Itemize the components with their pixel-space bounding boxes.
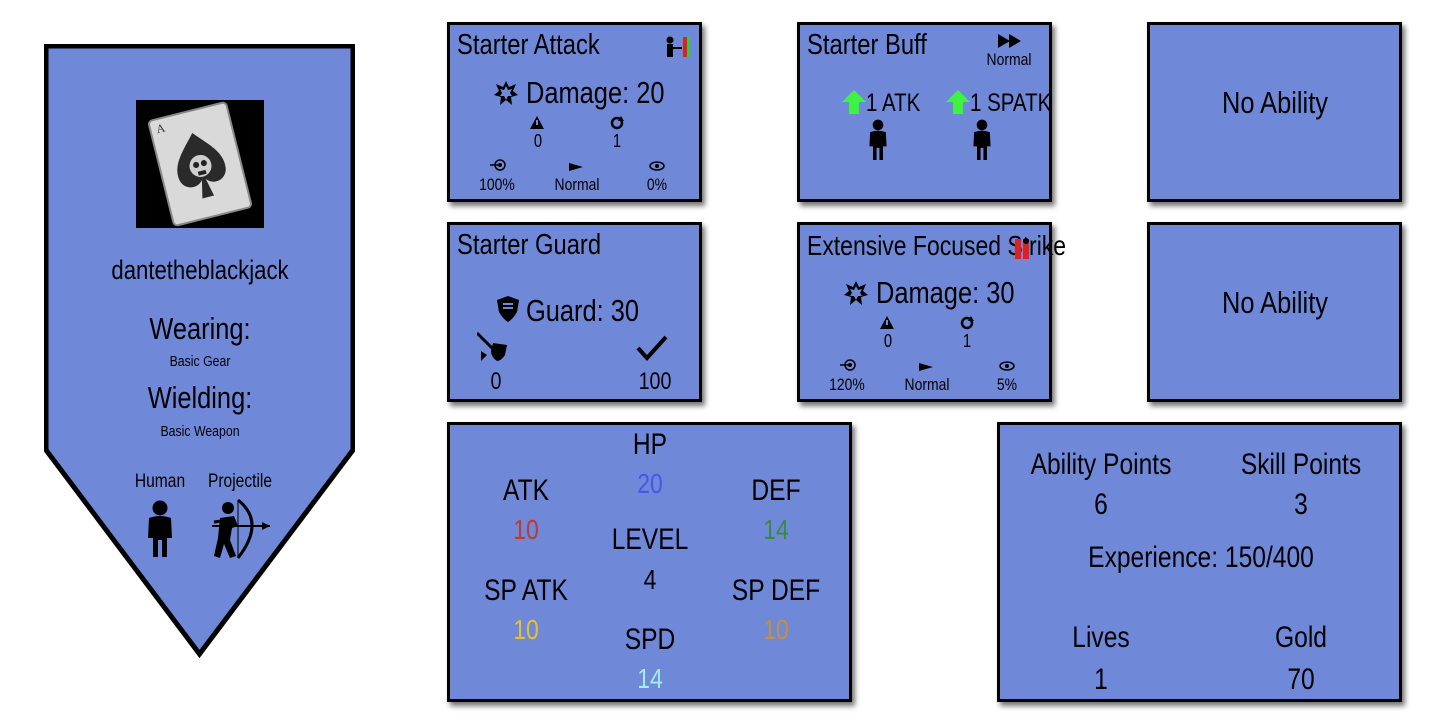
stat-value: 1 [962,331,972,351]
eye-icon [999,361,1015,371]
warning-icon [880,316,894,329]
arrow-up-icon [946,90,970,114]
ability-card-extensive-focused-strike[interactable]: Extensive Focused Strike Damage: 30 0 1 … [797,222,1066,402]
race-label: Human [134,471,186,492]
guard-left-value: 0 [490,368,502,395]
stat-value: 0 [533,131,543,151]
level-value: 4 [643,564,657,595]
ability-card-starter-attack[interactable]: Starter Attack Damage: 20 0 1 100% Norma… [447,22,702,202]
ability-title: Starter Attack [457,29,600,61]
warning-icon [530,116,544,129]
spdef-value: 10 [763,614,789,645]
progress-panel: Ability Points 6 Skill Points 3 Experien… [997,422,1402,702]
hp-value: 20 [637,468,663,499]
level-label: LEVEL [611,523,689,556]
human-silhouette-icon [868,119,888,161]
shield-icon [497,296,519,322]
spatk-value: 10 [513,614,539,645]
ability-title: No Ability [1222,285,1328,320]
accuracy-value: 120% [829,375,865,394]
gold-value: 70 [1287,663,1315,696]
stat-value: 1 [612,131,622,151]
speed-value: Normal [554,175,600,194]
spd-label: SPD [624,623,676,656]
spdef-label: SP DEF [731,574,821,607]
crit-value: 5% [996,375,1018,394]
ability-card-empty[interactable]: No Ability [1147,222,1402,402]
damage-icon [493,80,519,106]
skill-points-label: Skill Points [1240,448,1362,481]
ability-card-empty[interactable]: No Ability [1147,22,1402,202]
gold-label: Gold [1275,621,1327,654]
wearing-value: Basic Gear [169,353,231,370]
skill-points-value: 3 [1294,488,1308,521]
ability-title: Starter Guard [457,229,602,261]
ability-card-starter-guard[interactable]: Starter Guard Guard: 30 0 100 [447,222,702,402]
accuracy-icon [490,159,506,171]
human-silhouette-icon [146,500,174,558]
ability-title: Starter Buff [807,29,927,61]
experience-label: Experience: 150/400 [1088,541,1314,574]
ability-points-label: Ability Points [1030,448,1172,481]
buff-label: 1 ATK [866,89,921,117]
character-banner [44,44,355,658]
cooldown-icon [610,116,624,130]
focus-target-icon [1014,237,1032,259]
buff-label: 1 SPATK [970,89,1052,117]
ability-title: No Ability [1222,85,1328,120]
stat-value: 0 [883,331,893,351]
guard-right-value: 100 [638,368,672,395]
accuracy-value: 100% [479,175,515,194]
svg-text:A: A [155,121,167,137]
banner-shape [44,44,355,658]
atk-value: 10 [513,514,539,545]
speed-value: Normal [904,375,950,394]
eye-icon [649,161,665,171]
atk-label: ATK [502,474,550,507]
damage-icon [843,280,869,306]
ace-of-spades-skull-avatar: A [136,100,264,228]
archer-icon [208,498,272,560]
crit-value: 0% [646,175,668,194]
hp-label: HP [632,428,668,461]
ability-points-value: 6 [1094,488,1108,521]
guard-label: Guard: 30 [526,293,640,328]
lives-label: Lives [1072,621,1130,654]
damage-label: Damage: 30 [876,275,1015,310]
cooldown-icon [960,316,974,330]
checkmark-icon [636,335,668,361]
stats-panel: HP 20 ATK 10 DEF 14 LEVEL 4 SP ATK 10 SP… [447,422,852,702]
ability-card-starter-buff[interactable]: Starter Buff Normal 1 ATK 1 SPATK [797,22,1052,202]
accuracy-icon [840,359,856,371]
lives-value: 1 [1094,663,1108,696]
wielding-label: Wielding: [147,380,253,415]
arrow-up-icon [842,90,866,114]
class-label: Projectile [207,471,273,492]
attack-target-icon [665,35,691,59]
wearing-label: Wearing: [149,311,251,346]
speed-icon [569,163,583,171]
wielding-value: Basic Weapon [160,423,240,440]
spd-value: 14 [637,663,663,694]
speed-label: Normal [986,50,1032,69]
ability-title: Extensive Focused Strike [807,230,1067,261]
def-label: DEF [751,474,801,507]
username: dantetheblackjack [111,255,289,285]
fast-forward-icon [998,34,1022,48]
spatk-label: SP ATK [484,574,568,607]
def-value: 14 [763,514,789,545]
human-silhouette-icon [972,119,992,161]
avatar: A [136,100,264,228]
damage-label: Damage: 20 [526,75,665,110]
broken-shield-icon [477,331,511,363]
speed-icon [919,363,933,371]
